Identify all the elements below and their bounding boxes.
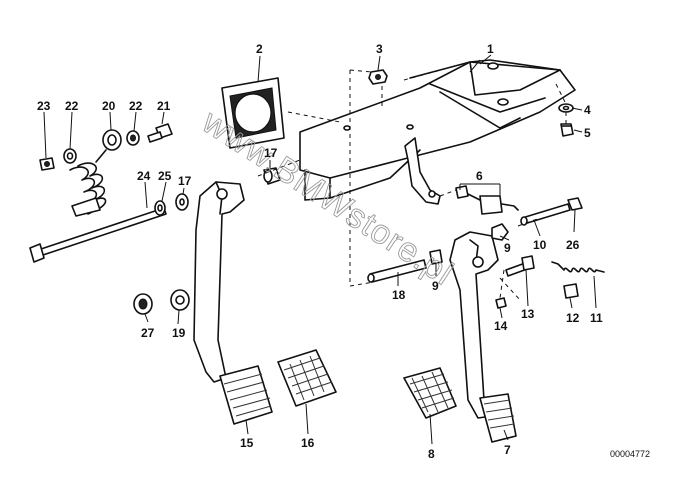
callout-27: 27 [141, 326, 155, 340]
callout-16: 16 [301, 436, 315, 450]
part-15-pedal-left [193, 181, 273, 425]
callout-21: 21 [157, 99, 171, 113]
part-17-bush-lower [175, 193, 189, 211]
part-22-bush-left [63, 148, 77, 164]
callout-7: 7 [504, 443, 511, 457]
part-8-pedal-pad [403, 367, 457, 419]
part-2-gasket [221, 77, 285, 149]
part-14-nut [495, 297, 507, 309]
part-24-shaft [29, 207, 167, 263]
callout-5: 5 [584, 126, 591, 140]
part-16-pedal-pad [277, 349, 337, 407]
part-22-bush-right [126, 130, 140, 146]
part-19-stop [170, 289, 190, 311]
callout-17-upper: 17 [264, 146, 278, 160]
part-4-washer [558, 103, 574, 113]
drawing-code: 00004772 [610, 449, 650, 459]
part-9-nut-upper [491, 223, 509, 241]
part-9-nut-lower [429, 249, 443, 265]
callouts: 1 2 3 4 5 6 7 8 9 9 10 11 12 13 14 15 16… [37, 42, 603, 461]
part-25-washer [154, 200, 166, 216]
part-13-pushrod [505, 255, 535, 277]
callout-22-left: 22 [65, 99, 79, 113]
callout-9-lower: 9 [432, 279, 439, 293]
callout-14: 14 [494, 319, 508, 333]
callout-15: 15 [240, 436, 254, 450]
part-26-nut [567, 197, 583, 211]
callout-26: 26 [566, 238, 580, 252]
part-5-bolt [560, 123, 574, 137]
callout-17-lower: 17 [178, 174, 192, 188]
part-7-pedal-right [449, 231, 517, 443]
callout-3: 3 [376, 42, 383, 56]
part-12-clip [563, 283, 579, 299]
callout-25: 25 [158, 169, 172, 183]
part-20-spring-assembly [69, 129, 122, 217]
part-6-switch [455, 185, 519, 215]
part-18-pin [367, 259, 427, 283]
callout-2: 2 [256, 42, 263, 56]
part-11-spring [551, 261, 605, 273]
callout-24: 24 [137, 169, 151, 183]
part-21-bolt [147, 123, 173, 143]
callout-13: 13 [521, 307, 535, 321]
callout-12: 12 [566, 311, 580, 325]
callout-22-right: 22 [129, 99, 143, 113]
callout-8: 8 [428, 447, 435, 461]
part-3-nut [368, 69, 388, 85]
callout-11: 11 [590, 311, 603, 325]
callout-23: 23 [37, 99, 51, 113]
part-27-stop [133, 293, 153, 315]
callout-18: 18 [392, 288, 406, 302]
callout-6: 6 [476, 169, 483, 183]
leader-lines [43, 54, 597, 445]
part-23-nut [39, 157, 55, 171]
callout-4: 4 [584, 103, 591, 117]
callout-9-upper: 9 [504, 241, 511, 255]
callout-10: 10 [533, 238, 547, 252]
part-1-bracket [299, 59, 576, 205]
callout-20: 20 [102, 99, 116, 113]
callout-19: 19 [172, 326, 186, 340]
callout-1: 1 [487, 42, 494, 56]
assembly-lines [257, 61, 567, 301]
